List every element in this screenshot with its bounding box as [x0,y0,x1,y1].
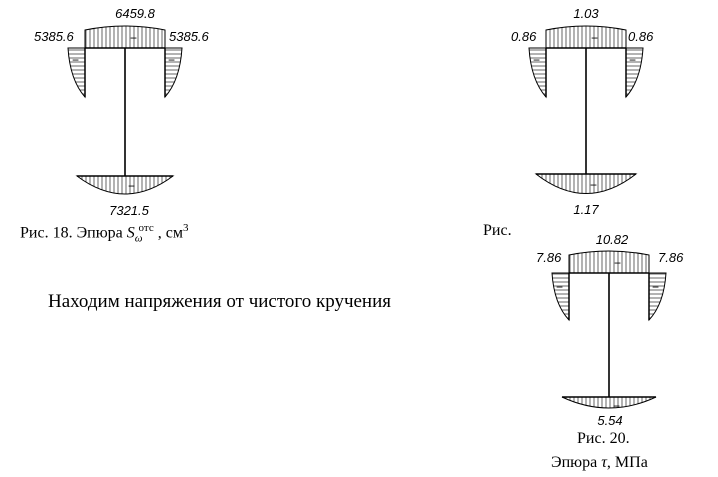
diagram-19: − − − − 1.03 0.86 0.86 1.17 [511,6,654,217]
caption-suffix: , см [157,224,183,242]
value-top-left: 7.86 [536,250,562,265]
value-top-right: 0.86 [628,29,654,44]
sign-minus: − [556,280,563,294]
caption-prefix: Эпюра [551,454,602,471]
diagram-s-omega: − − − − 6459.8 5385.6 5385.6 7321.5 [34,6,210,218]
value-top-left: 0.86 [511,29,537,44]
top-flange-epure: − [545,25,627,49]
sign-minus: − [652,280,659,294]
caption-superscript: отс [138,222,154,234]
sign-minus: − [128,179,135,193]
value-top-right: 7.86 [658,250,684,265]
body-text: Находим напряжения от чистого кручения [48,291,392,312]
diagram-tau: − − − − 10.82 7.86 7.86 5.54 [536,232,684,428]
sign-minus: − [613,399,620,413]
figure-caption-20-line1: Рис. 20. [577,430,630,447]
value-top-center: 1.03 [573,6,599,21]
sign-minus: − [168,53,175,67]
caption-symbol: τ [601,454,607,471]
bottom-flange-epure: − [561,396,657,413]
right-flange-epure: − [625,47,644,99]
value-bottom: 5.54 [597,413,622,428]
top-flange-epure: − [84,25,166,49]
sign-minus: − [533,53,540,67]
right-flange-epure: − [648,272,667,322]
left-flange-epure: − [528,47,547,99]
caption-suffix: , МПа [606,454,648,471]
value-top-center: 6459.8 [115,6,156,21]
sign-minus: − [72,53,79,67]
sign-minus: − [130,31,137,45]
figure-caption-19: Рис. [483,222,512,239]
bottom-flange-epure: − [75,175,175,195]
value-bottom: 1.17 [573,202,599,217]
sign-minus: − [591,31,598,45]
caption-subscript: ω [134,232,143,245]
figure-caption-18: Рис. 18. Эпюра Sωотс, см3 [20,222,188,245]
caption-prefix: Рис. 18. Эпюра [20,224,127,242]
left-flange-epure: − [67,47,86,99]
figure-caption-20-line2: Эпюра τ, МПа [551,454,648,472]
left-flange-epure: − [551,272,570,322]
value-top-right: 5385.6 [169,29,210,44]
caption-symbol: S [126,224,135,242]
value-top-center: 10.82 [596,232,629,247]
sign-minus: − [629,53,636,67]
sign-minus: − [590,178,597,192]
bottom-flange-epure: − [534,173,638,194]
value-bottom: 7321.5 [109,203,150,218]
value-top-left: 5385.6 [34,29,75,44]
sign-minus: − [614,256,621,270]
right-flange-epure: − [164,47,183,99]
caption-power: 3 [182,222,189,234]
top-flange-epure: − [568,250,650,274]
